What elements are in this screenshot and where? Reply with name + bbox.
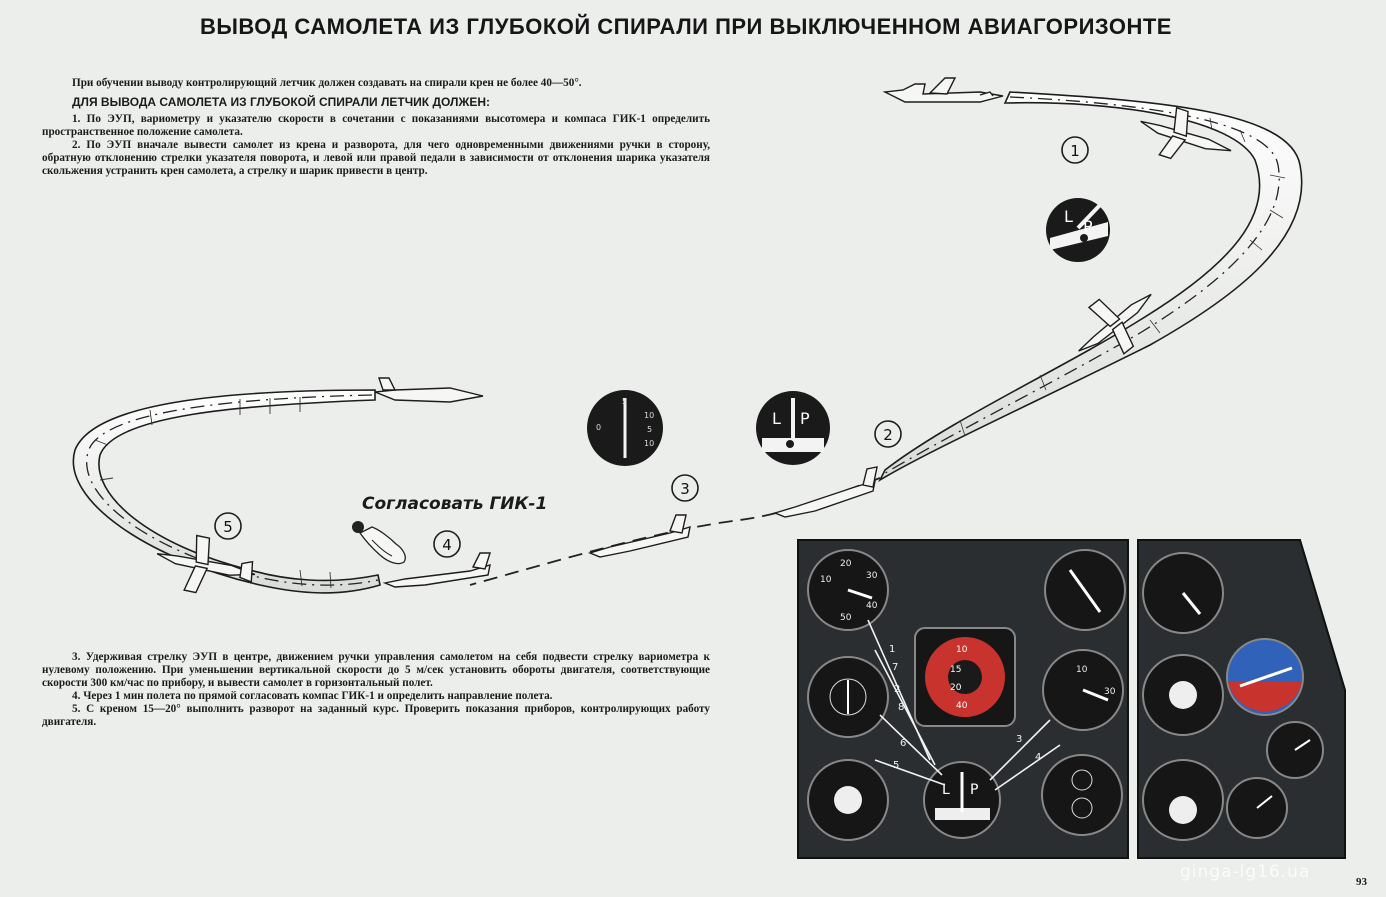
panel-connector-6: 6 <box>900 738 906 749</box>
step-marker-1-label: 1 <box>1070 142 1080 160</box>
hand-press-icon <box>352 521 406 565</box>
airspeed-tick-30: 30 <box>866 571 878 581</box>
instrument-panel: 10 20 30 40 50 10 15 20 40 <box>797 539 1346 859</box>
step-paragraph-5: 5. С креном 15—20° выполнить разворот на… <box>42 703 710 728</box>
page-title: ВЫВОД САМОЛЕТА ИЗ ГЛУБОКОЙ СПИРАЛИ ПРИ В… <box>200 14 1172 39</box>
alt-tick-10: 10 <box>956 645 968 655</box>
aircraft-step-2 <box>772 466 878 518</box>
instructions-bottom: 3. Удерживая стрелку ЭУП в центре, движе… <box>42 651 710 729</box>
flight-path-dashed <box>469 477 881 586</box>
aircraft-top <box>882 77 1004 103</box>
aircraft-step-5 <box>156 534 256 594</box>
panel-eup-letter-l: L <box>942 782 950 798</box>
airspeed-tick-40: 40 <box>866 601 878 611</box>
airspeed-tick-10: 10 <box>820 575 832 585</box>
alt-tick-40: 40 <box>956 701 968 711</box>
upper-spiral-ribbon <box>878 91 1303 483</box>
gauge-small-2 <box>1226 777 1288 839</box>
panel-connector-1: 1 <box>889 644 895 655</box>
lower-spiral-ribbon <box>72 389 381 594</box>
gauge-horizon-blue-red <box>1226 638 1304 716</box>
step-marker-3 <box>671 474 699 502</box>
panel-connector-8: 8 <box>898 702 904 713</box>
aircraft-left-top <box>374 377 484 403</box>
watermark-text: ginga-lg16.ua <box>1180 862 1311 882</box>
instructions-top: При обучении выводу контролирующий летчи… <box>42 77 710 178</box>
command-label: Согласовать ГИК-1 <box>362 494 548 514</box>
gauge-clock-right <box>1041 754 1123 836</box>
intro-paragraph: При обучении выводу контролирующий летчи… <box>72 77 582 89</box>
step-marker-5 <box>214 512 242 540</box>
eup-letter-l-top: L <box>1064 207 1073 226</box>
vario-tick-right-1: 10 <box>644 411 654 420</box>
step-marker-2 <box>874 420 902 448</box>
alt-tick-15: 15 <box>950 665 961 675</box>
step-marker-1 <box>1061 136 1089 164</box>
aircraft-step-4 <box>382 552 491 588</box>
aircraft-banked-2 <box>1078 293 1152 355</box>
gauge-tachometer <box>1142 552 1224 634</box>
gauge-airspeed: 10 20 30 40 50 <box>807 549 889 631</box>
airspeed-tick-50: 50 <box>840 613 852 623</box>
gauge-eup-panel: L P <box>923 761 1001 839</box>
eup-turn-indicator-middle: L P <box>756 391 830 465</box>
step-marker-3-label: 3 <box>680 480 690 498</box>
panel-connector-4: 4 <box>1035 752 1041 763</box>
step-paragraph-3: 3. Удерживая стрелку ЭУП в центре, движе… <box>42 651 710 689</box>
step-marker-5-label: 5 <box>223 518 233 536</box>
eup-turn-indicator-top: L P <box>1046 198 1110 262</box>
aircraft-step-3 <box>587 514 691 558</box>
gauge-temperature <box>1142 759 1224 841</box>
aircraft-banked-1 <box>1140 106 1232 160</box>
vario-panel-tick-top: 10 <box>1076 665 1088 675</box>
panel-connector-2: 2 <box>894 684 900 695</box>
gauge-compass-top <box>1044 549 1126 631</box>
panel-connector-3: 3 <box>1016 734 1022 745</box>
gauge-vario-panel: 10 30 <box>1042 649 1124 731</box>
alt-tick-20: 20 <box>950 683 962 693</box>
vario-tick-top: 5 <box>622 397 627 406</box>
step-marker-4-label: 4 <box>442 536 452 554</box>
section-subheading: ДЛЯ ВЫВОДА САМОЛЕТА ИЗ ГЛУБОКОЙ СПИРАЛИ … <box>72 95 490 109</box>
gauge-altimeter-bottom <box>807 759 889 841</box>
gauge-clock-left <box>807 656 889 738</box>
eup-letter-p-middle: P <box>800 409 810 428</box>
eup-letter-l-middle: L <box>772 409 781 428</box>
vario-tick-right-2: 5 <box>647 425 652 434</box>
vario-panel-tick-right: 30 <box>1104 687 1116 697</box>
gauge-pressure <box>1142 654 1224 736</box>
airspeed-tick-20: 20 <box>840 559 852 569</box>
step-paragraph-1: 1. По ЭУП, вариометру и указателю скорос… <box>42 113 710 138</box>
vario-tick-right-3: 10 <box>644 439 654 448</box>
eup-letter-p-top: P <box>1083 217 1093 236</box>
gauge-altitude-red: 10 15 20 40 <box>914 627 1016 727</box>
step-paragraph-4: 4. Через 1 мин полета по прямой согласов… <box>72 690 553 702</box>
step-paragraph-2: 2. По ЭУП вначале вывести самолет из кре… <box>42 139 710 177</box>
variometer-gauge: 5 0 10 5 10 <box>587 390 663 466</box>
page-number: 93 <box>1356 876 1367 888</box>
panel-eup-letter-p: P <box>970 782 978 798</box>
vario-tick-zero: 0 <box>596 423 601 432</box>
gauge-small-1 <box>1266 721 1324 779</box>
step-marker-2-label: 2 <box>883 426 893 444</box>
panel-connector-7: 7 <box>892 662 898 673</box>
panel-connector-5: 5 <box>893 760 899 771</box>
step-marker-4 <box>433 530 461 558</box>
